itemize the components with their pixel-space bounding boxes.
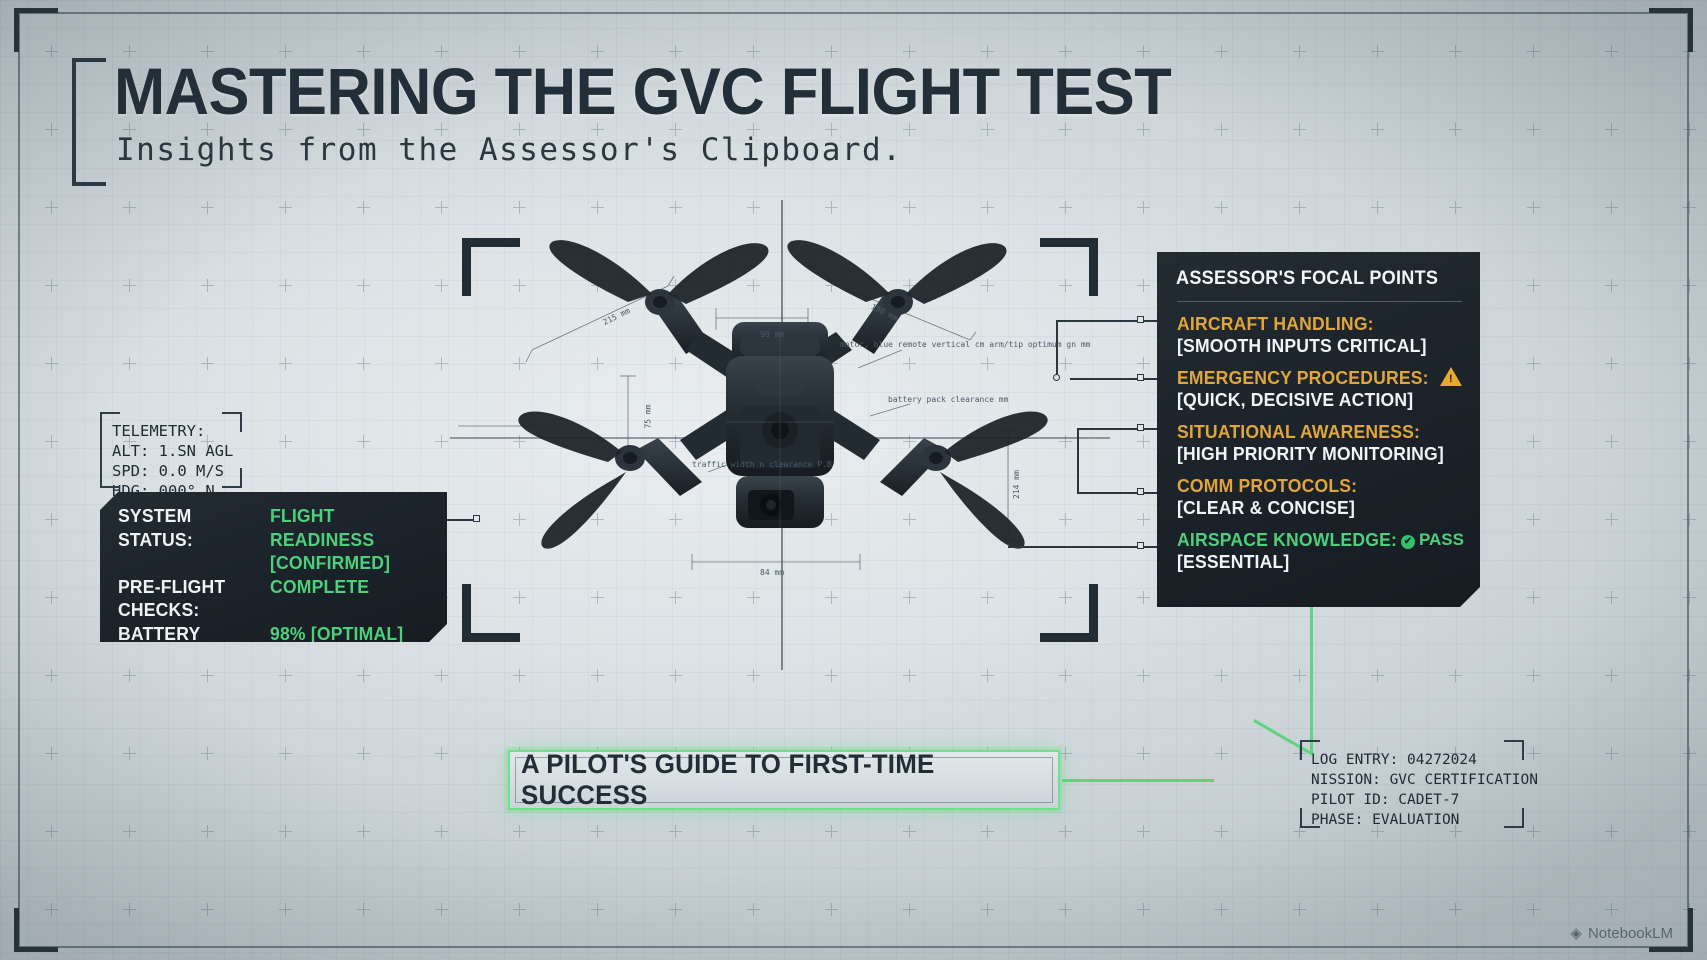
status-row-value: 98% [OPTIMAL]: [270, 622, 404, 644]
header: MASTERING THE GVC FLIGHT TEST Insights f…: [72, 54, 1251, 186]
connector-node-1b: [1137, 316, 1144, 323]
focal-point-item: AIRSPACE KNOWLEDGE:[ESSENTIAL] ✔PASS: [1177, 529, 1466, 573]
dimension-label: traffic width n clearance P.B: [692, 460, 832, 469]
warning-icon-glyph: !: [1449, 373, 1453, 385]
notebooklm-label: NotebookLM: [1587, 924, 1673, 942]
focal-point-item: EMERGENCY PROCEDURES:[QUICK, DECISIVE AC…: [1177, 367, 1466, 411]
cta-banner[interactable]: A PILOT'S GUIDE TO FIRST-TIME SUCCESS: [508, 749, 1060, 810]
connector-node-3: [1137, 424, 1144, 431]
connector-focal-3: [1077, 428, 1157, 430]
connector-node-5: [1137, 542, 1144, 549]
telemetry-bracket-br: [222, 468, 242, 488]
focal-point-detail: [ESSENTIAL]: [1177, 551, 1290, 572]
frame-corner-top-right: [1649, 8, 1693, 52]
connector-status-node: [473, 515, 480, 522]
status-row-value: FLIGHT READINESS[CONFIRMED]: [270, 504, 425, 575]
header-bracket: [72, 58, 106, 186]
focal-point-heading: AIRSPACE KNOWLEDGE:: [1177, 529, 1398, 550]
dimension-label: motor, blue remote vertical cm arm/tip o…: [840, 340, 1091, 349]
status-row-value-second-line: [CONFIRMED]: [270, 552, 391, 573]
connector-node-1: [1053, 374, 1060, 381]
notebooklm-icon: ◈: [1570, 925, 1582, 942]
drone-schematic-svg: [458, 240, 1048, 570]
connector-focal-1: [1056, 320, 1157, 322]
notebooklm-watermark: ◈ NotebookLM: [1570, 924, 1673, 943]
log-bracket-tr: [1504, 740, 1524, 760]
blueprint-corner-bottom-right: [1040, 584, 1098, 642]
blueprint-corner-top-right: [1040, 238, 1098, 296]
telemetry-side-left: [100, 430, 102, 470]
connector-focal-2: [1070, 378, 1157, 380]
frame-corner-bottom-right: [1649, 908, 1693, 952]
warning-icon: !: [1440, 367, 1462, 386]
connector-focal-4: [1077, 492, 1157, 494]
dimension-label: 75 mm: [643, 404, 653, 429]
log-bracket-bl: [1300, 808, 1320, 828]
focal-point-item: COMM PROTOCOLS:[CLEAR & CONCISE]: [1177, 475, 1466, 519]
status-row-label: PRE-FLIGHT CHECKS:: [118, 575, 226, 620]
telemetry-bracket-bl: [100, 468, 120, 488]
focal-point-item: AIRCRAFT HANDLING:[SMOOTH INPUTS CRITICA…: [1177, 313, 1466, 357]
connector-status-line: [447, 519, 475, 521]
focal-point-heading: COMM PROTOCOLS:: [1177, 475, 1358, 496]
outer-frame: [18, 12, 1689, 948]
connector-focal-1-v: [1056, 320, 1058, 378]
focal-point-heading: SITUATIONAL AWARENESS:: [1177, 421, 1421, 442]
frame-corner-top-left: [14, 8, 58, 52]
assessor-focal-points-panel: ASSESSOR'S FOCAL POINTS AIRCRAFT HANDLIN…: [1157, 252, 1480, 607]
log-bracket-tl: [1300, 740, 1320, 760]
focal-point-detail: [HIGH PRIORITY MONITORING]: [1177, 443, 1444, 464]
telemetry-block: TELEMETRY: ALT: 1.SN AGL SPD: 0.0 M/S HD…: [100, 412, 242, 520]
assessor-panel-divider: [1177, 301, 1462, 302]
log-entry-text: LOG ENTRY: 04272024 NISSION: GVC CERTIFI…: [1311, 752, 1538, 828]
focal-point-detail: [CLEAR & CONCISE]: [1177, 497, 1356, 518]
dimension-label: battery pack clearance mm: [888, 395, 1009, 404]
connector-node-4: [1137, 488, 1144, 495]
dimension-label: 84 mm: [760, 568, 785, 577]
log-bracket-br: [1504, 808, 1524, 828]
frame-corner-bottom-left: [14, 908, 58, 952]
system-status-panel: SYSTEM STATUS: FLIGHT READINESS[CONFIRMED…: [100, 492, 447, 642]
connector-focal-5: [1008, 546, 1157, 548]
connector-focal-3-v: [1077, 428, 1079, 494]
telemetry-bracket-tl: [100, 412, 120, 432]
assessor-panel-title: ASSESSOR'S FOCAL POINTS: [1176, 268, 1439, 289]
page-subtitle: Insights from the Assessor's Clipboard.: [116, 131, 903, 168]
pass-badge: ✔PASS: [1401, 530, 1464, 550]
connector-node-2: [1137, 374, 1144, 381]
check-icon: ✔: [1401, 535, 1415, 549]
green-link-horizontal: [1062, 779, 1214, 782]
dimension-label: 214 mm: [1011, 470, 1021, 499]
focal-point-detail: [QUICK, DECISIVE ACTION]: [1177, 389, 1414, 410]
focal-point-heading: AIRCRAFT HANDLING:: [1177, 313, 1374, 334]
cta-text: A PILOT'S GUIDE TO FIRST-TIME SUCCESS: [520, 749, 935, 810]
dimension-label: 90 mm: [760, 330, 785, 339]
status-row-value: COMPLETE: [270, 575, 370, 597]
green-link-vertical: [1310, 607, 1313, 755]
focal-points-list: AIRCRAFT HANDLING:[SMOOTH INPUTS CRITICA…: [1157, 302, 1480, 573]
telemetry-bracket-tr: [222, 412, 242, 432]
focal-point-item: SITUATIONAL AWARENESS:[HIGH PRIORITY MON…: [1177, 421, 1466, 465]
page-title: MASTERING THE GVC FLIGHT TEST: [114, 54, 1172, 128]
log-entry-block: LOG ENTRY: 04272024 NISSION: GVC CERTIFI…: [1300, 740, 1538, 828]
blueprint-corner-top-left: [462, 238, 520, 296]
focal-point-detail: [SMOOTH INPUTS CRITICAL]: [1177, 335, 1427, 356]
status-row-label: SYSTEM STATUS:: [118, 505, 193, 550]
blueprint-corner-bottom-left: [462, 584, 520, 642]
focal-point-heading: EMERGENCY PROCEDURES:: [1177, 367, 1429, 388]
